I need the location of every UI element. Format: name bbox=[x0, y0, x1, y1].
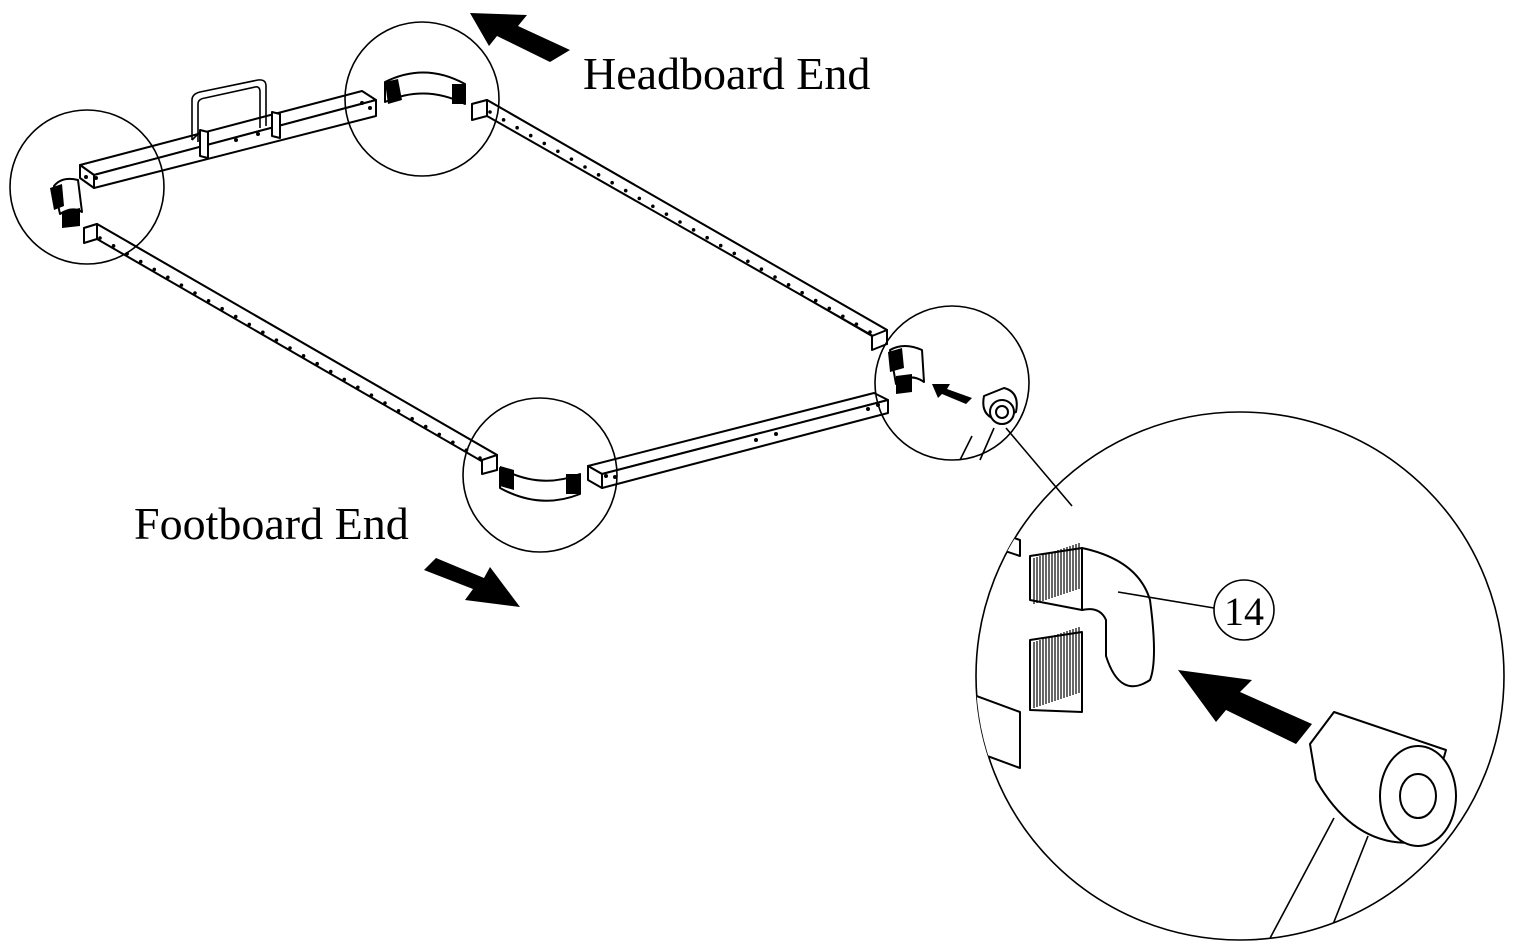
rail-hole bbox=[691, 228, 696, 232]
rail-hole bbox=[610, 180, 614, 185]
top-crossbar-rail bbox=[79, 90, 377, 189]
rail-hole bbox=[841, 314, 845, 319]
rail-hole bbox=[328, 369, 333, 374]
rail-hole bbox=[678, 220, 682, 224]
rail-hole bbox=[746, 259, 750, 264]
detail-circle-footboard bbox=[462, 397, 618, 553]
rail-hole bbox=[569, 157, 574, 161]
rail-hole bbox=[596, 173, 601, 177]
rail-hole bbox=[342, 377, 347, 382]
rail-hole bbox=[396, 409, 401, 413]
rail-hole bbox=[206, 299, 211, 303]
rail-hole bbox=[410, 416, 414, 421]
detail-circle-headboard bbox=[344, 21, 500, 177]
rail-hole bbox=[179, 283, 184, 287]
rail-hole bbox=[233, 314, 238, 319]
rail-hole bbox=[383, 401, 387, 405]
rail-hole bbox=[664, 212, 669, 216]
rail-hole bbox=[220, 306, 224, 311]
rail-hole bbox=[515, 125, 519, 130]
headboard-direction-arrow-icon bbox=[470, 13, 570, 62]
rail-hole bbox=[152, 267, 157, 272]
rail-hole bbox=[437, 432, 442, 437]
rail-hole bbox=[556, 149, 560, 154]
footboard-direction-arrow-icon bbox=[424, 558, 520, 607]
rail-hole bbox=[369, 393, 374, 397]
rail-hole bbox=[423, 424, 428, 429]
rail-hole bbox=[261, 330, 265, 335]
detail-circle-right-corner bbox=[874, 305, 1030, 461]
rail-hole bbox=[651, 204, 655, 209]
left-side-rail bbox=[83, 223, 498, 475]
rail-hole bbox=[705, 235, 709, 240]
rail-hole bbox=[854, 322, 859, 326]
rail-handle bbox=[191, 79, 281, 159]
rail-hole bbox=[637, 196, 642, 201]
rail-hole bbox=[813, 298, 818, 303]
rail-hole bbox=[623, 188, 628, 193]
rail-hole bbox=[138, 259, 143, 264]
rail-hole bbox=[356, 385, 360, 390]
rail-hole bbox=[528, 133, 533, 138]
rail-hole bbox=[98, 236, 102, 240]
part-number-label: 14 bbox=[1224, 589, 1264, 634]
rail-hole bbox=[827, 306, 832, 311]
rail-hole bbox=[301, 354, 306, 358]
rail-hole bbox=[193, 291, 197, 295]
rail-hole bbox=[542, 141, 547, 146]
right-side-rail bbox=[471, 99, 888, 351]
rail-hole bbox=[773, 275, 777, 279]
rail-hole bbox=[868, 330, 872, 334]
part-number-badge bbox=[1213, 579, 1275, 641]
rail-hole bbox=[451, 440, 455, 445]
headboard-end-label: Headboard End bbox=[583, 48, 870, 99]
rail-hole bbox=[501, 118, 506, 122]
rail-hole bbox=[315, 361, 319, 366]
callout-leader-line bbox=[1005, 427, 1073, 507]
insert-arrow-icon bbox=[932, 384, 972, 404]
rail-hole bbox=[478, 456, 482, 460]
leg-icon bbox=[959, 387, 1018, 461]
rail-hole bbox=[274, 338, 279, 342]
rail-hole bbox=[488, 110, 492, 114]
rail-hole bbox=[759, 267, 764, 271]
footboard-end-label: Footboard End bbox=[134, 498, 409, 549]
rail-hole bbox=[786, 283, 791, 287]
rail-hole bbox=[111, 244, 116, 248]
corner-bracket-icon bbox=[50, 71, 925, 502]
rail-hole bbox=[166, 275, 170, 280]
rail-hole bbox=[800, 290, 804, 295]
magnified-detail-view: 14 bbox=[975, 411, 1505, 941]
rail-hole bbox=[583, 165, 587, 169]
rail-hole bbox=[732, 251, 737, 256]
rail-hole bbox=[718, 243, 723, 248]
rail-hole bbox=[288, 346, 292, 350]
bottom-crossbar-rail bbox=[587, 392, 889, 489]
rail-hole bbox=[247, 322, 252, 327]
detail-circle-left-corner bbox=[9, 109, 165, 265]
